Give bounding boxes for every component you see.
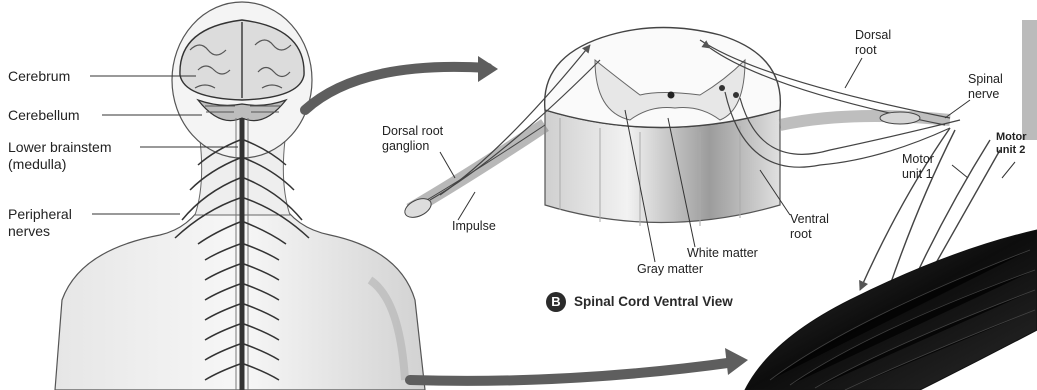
label-motor-unit-1: Motor — [902, 152, 934, 166]
label-unit-2: unit 2 — [996, 143, 1025, 157]
label-white-matter: White matter — [687, 246, 758, 260]
label-spinal: Spinal — [968, 72, 1003, 86]
label-cerebrum: Cerebrum — [8, 68, 70, 84]
label-nerves: nerves — [8, 223, 50, 239]
label-dorsal-root-ganglion: Dorsal root — [382, 124, 443, 138]
label-dorsal: Dorsal — [855, 28, 891, 42]
arrow-to-cord — [305, 67, 488, 110]
label-lower-brainstem: Lower brainstem — [8, 139, 112, 155]
panel-title: Spinal Cord Ventral View — [574, 294, 733, 310]
human-back-figure — [55, 2, 425, 390]
label-motor-unit-2: Motor — [996, 130, 1027, 144]
label-medulla: (medulla) — [8, 156, 66, 172]
label-ventral-root: root — [790, 227, 812, 241]
label-peripheral: Peripheral — [8, 206, 72, 222]
label-unit-1: unit 1 — [902, 167, 933, 181]
label-spinal-nerve: nerve — [968, 87, 999, 101]
label-cerebellum: Cerebellum — [8, 107, 80, 123]
label-dorsal-root: root — [855, 43, 877, 57]
arrow-to-muscle — [410, 362, 735, 381]
label-gray-matter: Gray matter — [637, 262, 703, 276]
label-ganglion: ganglion — [382, 139, 429, 153]
label-impulse: Impulse — [452, 219, 496, 233]
label-ventral: Ventral — [790, 212, 829, 226]
panel-letter-badge: B — [546, 292, 566, 312]
